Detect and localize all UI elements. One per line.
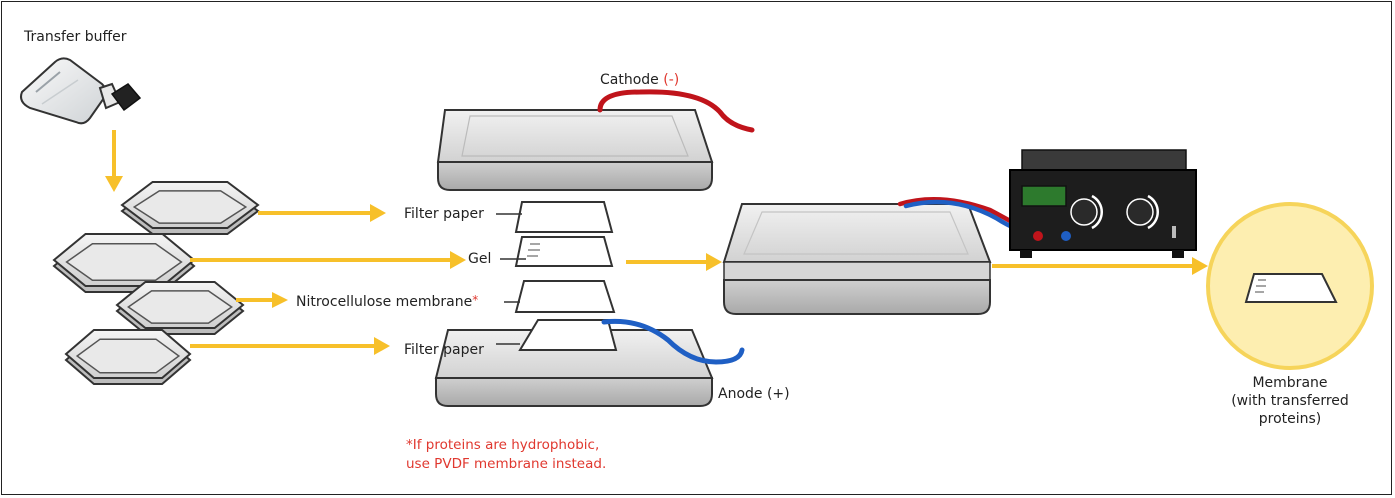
- membrane-caption-line1: Membrane: [1252, 375, 1328, 391]
- anode-text: Anode: [718, 386, 763, 402]
- cathode-label: Cathode (-): [600, 72, 679, 88]
- anode-label: Anode (+): [718, 386, 790, 402]
- gel-label: Gel: [468, 251, 492, 267]
- pvdf-note-line2: use PVDF membrane instead.: [406, 456, 607, 472]
- nitrocellulose-text: Nitrocellulose membrane: [296, 294, 473, 310]
- nitrocellulose-asterisk: *: [472, 293, 479, 307]
- soaking-trays: [52, 181, 260, 385]
- pvdf-note-line1: *If proteins are hydrophobic,: [406, 437, 600, 453]
- arrow-right-icon: [992, 257, 1208, 275]
- soaking-tray-icon: [120, 181, 260, 235]
- arrow-right-icon: [236, 292, 288, 308]
- cathode-wire: [597, 89, 755, 133]
- membrane-caption: Membrane (with transferred proteins): [1222, 374, 1358, 428]
- power-supply-icon: [1009, 149, 1197, 258]
- filter-paper-bottom-label: Filter paper: [404, 342, 484, 358]
- membrane-caption-line2: (with transferred: [1231, 393, 1349, 409]
- soaking-tray-icon: [64, 329, 192, 385]
- membrane-result-circle: [1206, 202, 1374, 370]
- cathode-text: Cathode: [600, 72, 659, 88]
- nitrocellulose-membrane-layer: [514, 280, 616, 313]
- gel-layer: [514, 236, 614, 267]
- buffer-bottle-icon: [20, 57, 142, 125]
- anode-sign: (+): [766, 386, 790, 402]
- anode-wire: [601, 318, 745, 365]
- membrane-caption-line3: proteins): [1258, 411, 1322, 427]
- arrow-down-icon: [105, 130, 123, 192]
- nitrocellulose-label: Nitrocellulose membrane*: [296, 292, 478, 310]
- anode-plate: [434, 329, 714, 407]
- arrow-right-icon: [626, 253, 722, 271]
- cathode-plate: [436, 109, 714, 191]
- arrow-right-icon: [190, 251, 466, 269]
- filter-paper-bottom: [518, 319, 618, 351]
- filter-paper-top: [514, 201, 614, 233]
- cathode-sign: (-): [663, 72, 680, 88]
- arrow-right-icon: [190, 337, 390, 355]
- soaking-tray-icon: [115, 281, 245, 335]
- transfer-buffer-label: Transfer buffer: [24, 29, 127, 45]
- filter-paper-top-label: Filter paper: [404, 206, 484, 222]
- pvdf-note: *If proteins are hydrophobic, use PVDF m…: [406, 436, 606, 474]
- assembled-transfer-cassette: [722, 203, 992, 315]
- arrow-right-icon: [258, 204, 386, 222]
